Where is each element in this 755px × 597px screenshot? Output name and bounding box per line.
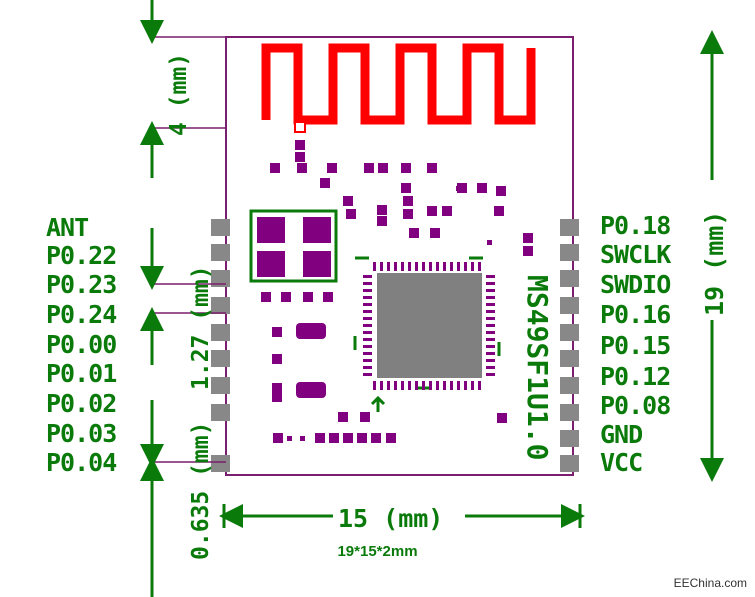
size-note: 19*15*2mm bbox=[337, 543, 418, 560]
antenna-feed bbox=[294, 121, 306, 133]
pin-label-left-1: ANT bbox=[46, 213, 89, 242]
pin-label-left-3: P0.23 bbox=[46, 270, 117, 299]
dimension-arrows bbox=[140, 0, 724, 597]
pin-pitch-label: 1.27 (mm) bbox=[188, 265, 214, 390]
antenna-height-label: 4 (mm) bbox=[166, 53, 192, 136]
pin-label-right-4: P0.16 bbox=[600, 300, 671, 329]
crystal-pads bbox=[257, 217, 331, 277]
edge-offset-label: 0.635 (mm) bbox=[188, 422, 214, 560]
pin-label-right-2: SWCLK bbox=[600, 240, 671, 269]
left-pads bbox=[211, 219, 230, 472]
crystal-outline bbox=[249, 209, 338, 283]
pin-label-right-6: P0.12 bbox=[600, 362, 671, 391]
pin-label-right-7: P0.08 bbox=[600, 391, 671, 420]
part-number: MS49SF1U1.0 bbox=[521, 275, 554, 460]
height-label: 19 (mm) bbox=[700, 211, 729, 316]
pin-label-left-7: P0.02 bbox=[46, 389, 117, 418]
watermark: EEChina.com bbox=[673, 576, 747, 590]
pin-label-left-6: P0.01 bbox=[46, 359, 117, 388]
pin-label-left-5: P0.00 bbox=[46, 330, 117, 359]
pin-label-left-9: P0.04 bbox=[46, 448, 117, 477]
pin-label-right-5: P0.15 bbox=[600, 331, 671, 360]
pin-label-left-8: P0.03 bbox=[46, 419, 117, 448]
width-label: 15 (mm) bbox=[338, 504, 443, 533]
passive-components bbox=[261, 140, 533, 443]
pin-label-left-2: P0.22 bbox=[46, 241, 117, 270]
pin-label-right-3: SWDIO bbox=[600, 270, 671, 299]
antenna-trace bbox=[261, 43, 536, 125]
right-pads bbox=[560, 219, 579, 472]
main-chip bbox=[353, 256, 501, 412]
pin-label-right-1: P0.18 bbox=[600, 211, 671, 240]
pin-label-left-4: P0.24 bbox=[46, 300, 117, 329]
pin-label-right-9: VCC bbox=[600, 448, 643, 477]
pin-label-right-8: GND bbox=[600, 420, 643, 449]
